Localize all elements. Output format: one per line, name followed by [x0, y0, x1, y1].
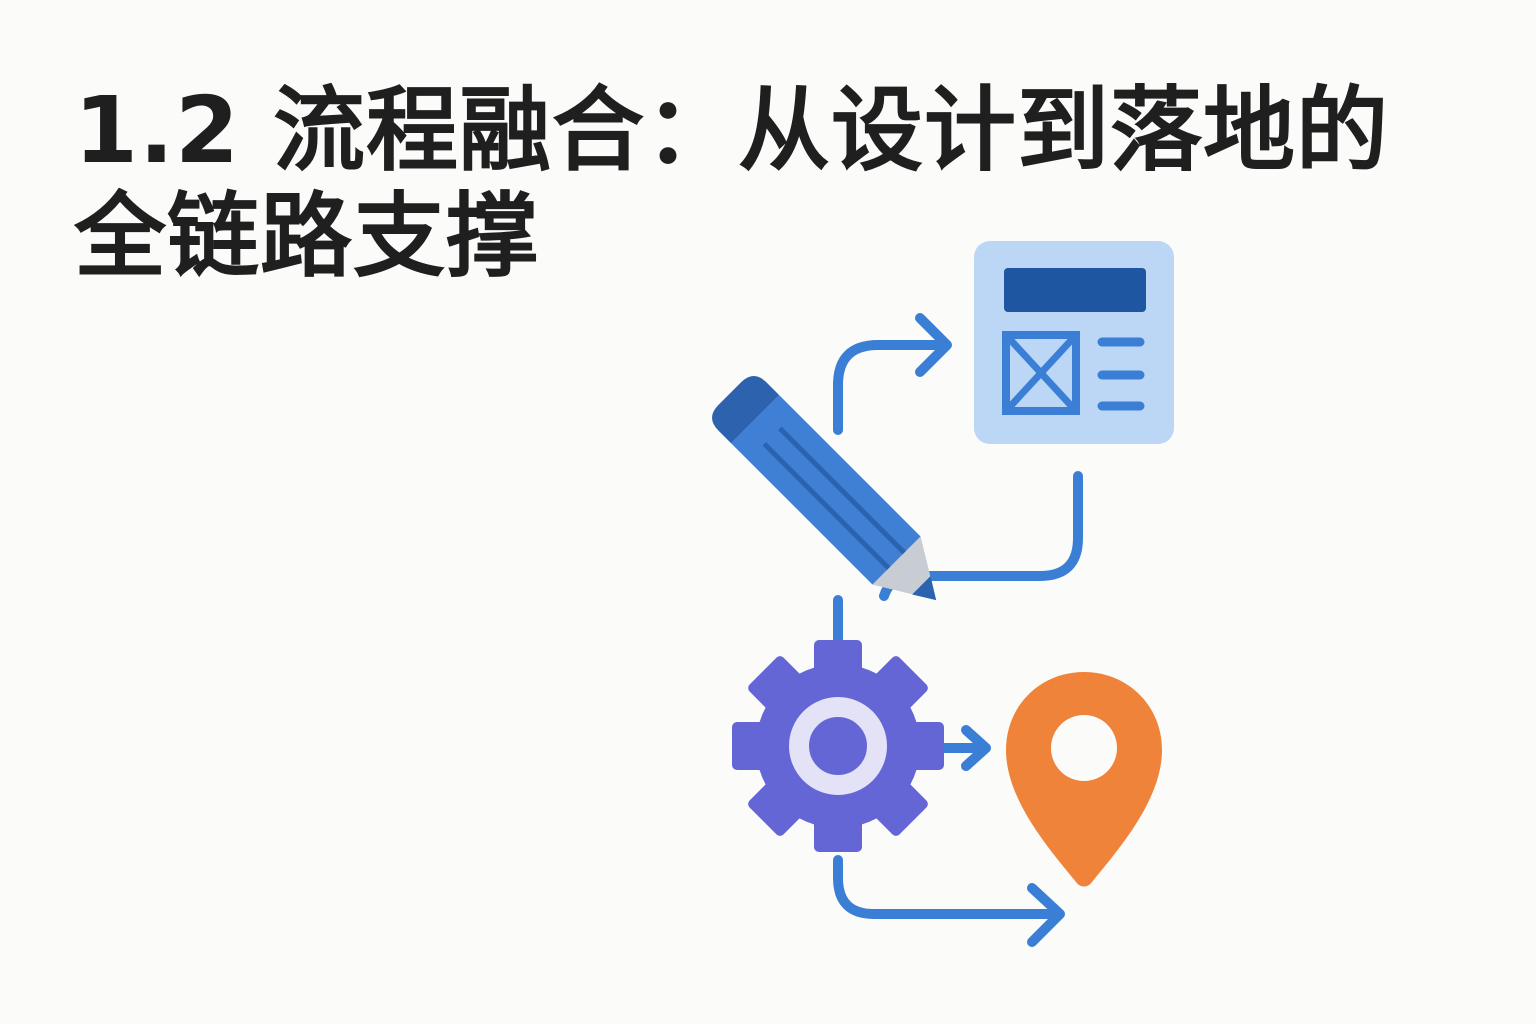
location-pin-icon: [1006, 672, 1162, 887]
pencil-icon: [712, 376, 937, 601]
connector-pencil-to-document: [833, 313, 952, 435]
wireframe-document-icon: [974, 241, 1174, 444]
gear-icon: [732, 640, 944, 852]
connector-gear-to-pin: [935, 725, 991, 771]
slide-title-line-1: 1.2 流程融合：从设计到落地的: [74, 77, 1390, 184]
slide-title: 1.2 流程融合：从设计到落地的 全链路支撑: [74, 78, 1414, 290]
slide-title-line-2: 全链路支撑: [74, 183, 540, 290]
connector-gear-to-destination: [833, 855, 1065, 947]
